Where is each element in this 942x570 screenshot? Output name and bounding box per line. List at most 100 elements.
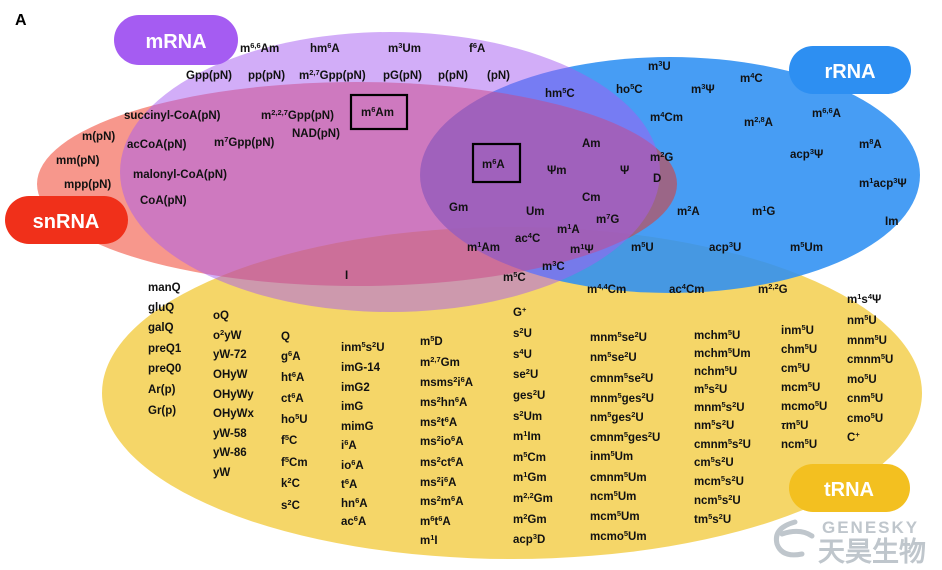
modification-label: ho5C: [616, 82, 643, 97]
modification-label: s2Um: [513, 409, 542, 424]
modification-label: ac4Cm: [669, 282, 705, 297]
modification-label: m2G: [650, 150, 673, 165]
modification-label: nm5U: [847, 313, 877, 328]
mrna-set: [120, 32, 660, 312]
modification-label: acCoA(pN): [127, 139, 187, 151]
modification-label: inm5U: [781, 323, 814, 338]
modification-label: cnm5U: [847, 391, 883, 406]
watermark-logo-icon: [773, 519, 815, 558]
modification-label: o2yW: [213, 328, 242, 343]
modification-label: CoA(pN): [140, 195, 187, 207]
modification-label: m1Ψ: [570, 242, 594, 257]
modification-label: Gr(p): [148, 405, 176, 417]
modification-label: m5C: [503, 270, 526, 285]
watermark-latin: GENESKY: [822, 518, 919, 537]
modification-label: mcm5s2U: [694, 474, 744, 489]
modification-label: mcm5U: [781, 380, 820, 395]
modification-label: manQ: [148, 282, 181, 294]
modification-label: m1Im: [513, 429, 541, 444]
modification-label: ges2U: [513, 388, 545, 403]
modification-label: τm5U: [781, 418, 808, 433]
modification-label: mm(pN): [56, 155, 100, 167]
modification-label: m2,7Gm: [420, 355, 460, 370]
trna-label: tRNA: [824, 479, 874, 501]
highlight-box-m6A: [471, 142, 522, 184]
modification-label: m2,2G: [758, 282, 788, 297]
modification-label: m3C: [542, 259, 565, 274]
snrna-label: snRNA: [33, 211, 100, 233]
modification-label: cmnm5s2U: [694, 437, 751, 452]
modification-label: m2,8A: [744, 115, 773, 130]
modification-label: Im: [885, 216, 898, 228]
modification-label: m2Gm: [513, 512, 547, 527]
modification-label: m5Cm: [513, 450, 546, 465]
modification-label: cm5s2U: [694, 455, 734, 470]
modification-label: mnm5se2U: [590, 330, 647, 345]
modification-label: m4,4Cm: [587, 282, 626, 297]
modification-label: cmnm5U: [847, 352, 893, 367]
modification-label: m2,2,7Gpp(pN): [261, 108, 334, 123]
modification-label: ct6A: [281, 391, 304, 406]
modification-label: galQ: [148, 322, 174, 334]
snrna-pill: snRNA: [5, 196, 128, 244]
modification-label: nm5ges2U: [590, 410, 644, 425]
modification-label: m6,6Am: [240, 41, 279, 56]
modification-label: ms2t6A: [420, 415, 457, 430]
modification-label: OHyWy: [213, 389, 254, 401]
modification-label: pp(pN): [248, 70, 285, 82]
modification-label: io6A: [341, 458, 364, 473]
modification-label: ms2m6A: [420, 494, 464, 509]
modification-label: cmo5U: [847, 411, 883, 426]
mrna-pill: mRNA: [114, 15, 238, 65]
modification-label: mchm5Um: [694, 346, 751, 361]
modification-label: mpp(pN): [64, 179, 111, 191]
modification-label: imG-14: [341, 362, 381, 374]
modification-label: ms2ct6A: [420, 455, 464, 470]
modification-label: preQ1: [148, 343, 182, 355]
modification-label: gluQ: [148, 302, 174, 314]
modification-label: acp3D: [513, 532, 545, 547]
modification-label: NAD(pN): [292, 128, 340, 140]
modification-label: oQ: [213, 310, 229, 322]
trna-pill: tRNA: [789, 464, 910, 512]
modification-label: m5D: [420, 334, 443, 349]
modification-label: hm5C: [545, 86, 575, 101]
modification-label: i6A: [341, 438, 357, 453]
modification-label: Ψ: [620, 165, 629, 177]
modification-label: mo5U: [847, 372, 877, 387]
modification-label: m5U: [631, 240, 654, 255]
modification-label: ncm5s2U: [694, 493, 741, 508]
modification-label: tm5s2U: [694, 512, 731, 527]
modification-label: hn6A: [341, 496, 368, 511]
modification-label: nm5s2U: [694, 418, 734, 433]
modification-label: m1Gm: [513, 470, 547, 485]
modification-label: m4C: [740, 71, 763, 86]
modification-label: f5Cm: [281, 455, 308, 470]
modification-label: m3Um: [388, 41, 421, 56]
highlight-box-m6Am: [349, 93, 409, 131]
modification-label: m2,2Gm: [513, 491, 553, 506]
modification-label: m6t6A: [420, 514, 451, 529]
modification-label: m8A: [859, 137, 882, 152]
modification-label: mcmo5Um: [590, 529, 647, 544]
modification-label: ho5U: [281, 412, 308, 427]
trna-set: [102, 227, 922, 559]
modification-label: m5s2U: [694, 382, 727, 397]
modification-label: Ar(p): [148, 384, 176, 396]
modification-label: cmnm5se2U: [590, 371, 653, 386]
modification-label: m6,6A: [812, 106, 841, 121]
modification-label: m6Am: [361, 105, 394, 120]
modification-label: m1A: [557, 222, 580, 237]
modification-label: I: [345, 270, 348, 282]
modification-label: ncm5Um: [590, 489, 636, 504]
mrna-label: mRNA: [145, 31, 206, 53]
modification-label: se2U: [513, 367, 538, 382]
modification-label: m3Ψ: [691, 82, 715, 97]
modification-label: m1Am: [467, 240, 500, 255]
modification-label: OHyWx: [213, 408, 255, 420]
modification-label: m2A: [677, 204, 700, 219]
modification-label: Cm: [582, 192, 601, 204]
modification-label: D: [653, 173, 661, 185]
modification-label: mchm5U: [694, 328, 740, 343]
modification-label: m1G: [752, 204, 775, 219]
